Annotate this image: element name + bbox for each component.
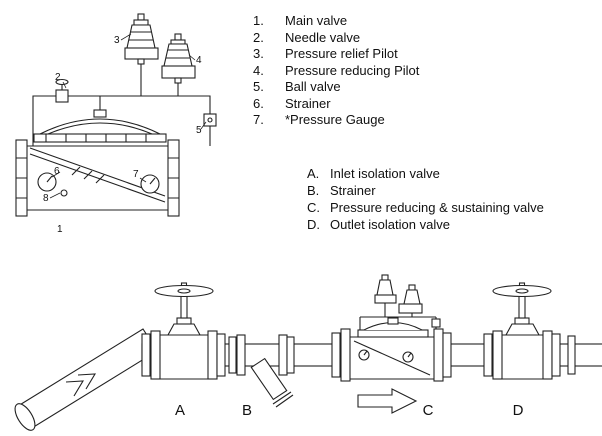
label-b: B: [242, 402, 252, 419]
legend-item-letter: B.: [307, 183, 320, 198]
legend-item: B. Strainer: [307, 182, 544, 199]
legend-item-number: 2.: [253, 29, 264, 45]
strainer-b: [228, 334, 295, 408]
legend-item-letter: D.: [307, 217, 320, 232]
legend-item-number: 6.: [253, 95, 264, 111]
legend-item-letter: C.: [307, 200, 320, 215]
legend-item: 5. Ball valve: [253, 79, 419, 96]
legend-item: C. Pressure reducing & sustaining valve: [307, 199, 544, 216]
legend-item: 3. Pressure relief Pilot: [253, 46, 419, 63]
downstream-flange: [567, 335, 576, 375]
callout-3: 3: [114, 35, 120, 46]
legend-item-label: Pressure reducing & sustaining valve: [330, 200, 544, 215]
legend-item-number: 4.: [253, 62, 264, 78]
legend-item-letter: A.: [307, 166, 320, 181]
legend-item-number: 5.: [253, 79, 264, 94]
label-c: C: [423, 402, 434, 419]
callout-5: 5: [196, 125, 202, 136]
main-valve-body: [15, 109, 180, 217]
outlet-gate-valve-d: [483, 282, 561, 380]
legend-item-label: Strainer: [285, 95, 331, 111]
legend-item: 4. Pressure reducing Pilot: [253, 63, 419, 80]
pressure-reducing-pilot: [161, 33, 196, 84]
label-d: D: [513, 402, 524, 419]
prv-valve-c: [331, 274, 452, 382]
callout-8: 8: [43, 193, 49, 204]
legend-item: A. Inlet isolation valve: [307, 165, 544, 182]
pressure-relief-pilot: [124, 13, 159, 65]
legend-item: D. Outlet isolation valve: [307, 216, 544, 233]
legend-item: 1. Main valve: [253, 13, 419, 30]
parts-legend: 1. Main valve 2. Needle valve 3. Pressure r…: [253, 13, 419, 129]
callout-leader-lines: [49, 33, 207, 199]
legend-item-label: *Pressure Gauge: [285, 112, 385, 127]
callout-6: 6: [54, 166, 60, 177]
legend-item-label: Pressure relief Pilot: [285, 46, 398, 61]
inlet-diagonal-pipe: [14, 328, 158, 431]
legend-item: 7. *Pressure Gauge: [253, 112, 419, 129]
legend-item-number: 7.: [253, 112, 264, 127]
legend-item-label: Outlet isolation valve: [330, 217, 450, 232]
ball-valve: [203, 113, 217, 127]
needle-valve: [55, 78, 69, 103]
legend-item: 2. Needle valve: [253, 30, 419, 47]
legend-item-number: 3.: [253, 46, 264, 61]
inlet-gate-valve-a: [141, 282, 226, 380]
legend-item-label: Main valve: [285, 13, 348, 28]
legend-item-label: Needle valve: [285, 29, 361, 45]
flow-arrow-diagonal: [65, 373, 97, 397]
legend-item-label: Inlet isolation valve: [330, 166, 440, 181]
installation-figure: A B C D: [14, 274, 602, 431]
legend-item-label: Strainer: [330, 183, 376, 198]
legend-item-label: Ball valve: [285, 79, 341, 94]
legend-item-number: 1.: [253, 13, 264, 28]
label-a: A: [175, 402, 185, 419]
callout-7: 7: [133, 169, 139, 180]
detail-callouts: 3 4 2 5 6 7 8 1: [43, 35, 202, 235]
flow-arrow-main: [357, 388, 418, 414]
installation-legend: A. Inlet isolation valve B. Strainer C. Pre…: [307, 165, 544, 233]
valve-detail-figure: 3 4 2 5 6 7 8 1: [15, 13, 217, 235]
pressure-gauges: [37, 172, 160, 197]
legend-item-label: Pressure reducing Pilot: [285, 62, 420, 78]
callout-4: 4: [196, 55, 202, 66]
callout-2: 2: [55, 72, 61, 83]
installation-labels: A B C D: [175, 402, 524, 419]
legend-item: 6. Strainer: [253, 96, 419, 113]
callout-1: 1: [57, 224, 63, 235]
